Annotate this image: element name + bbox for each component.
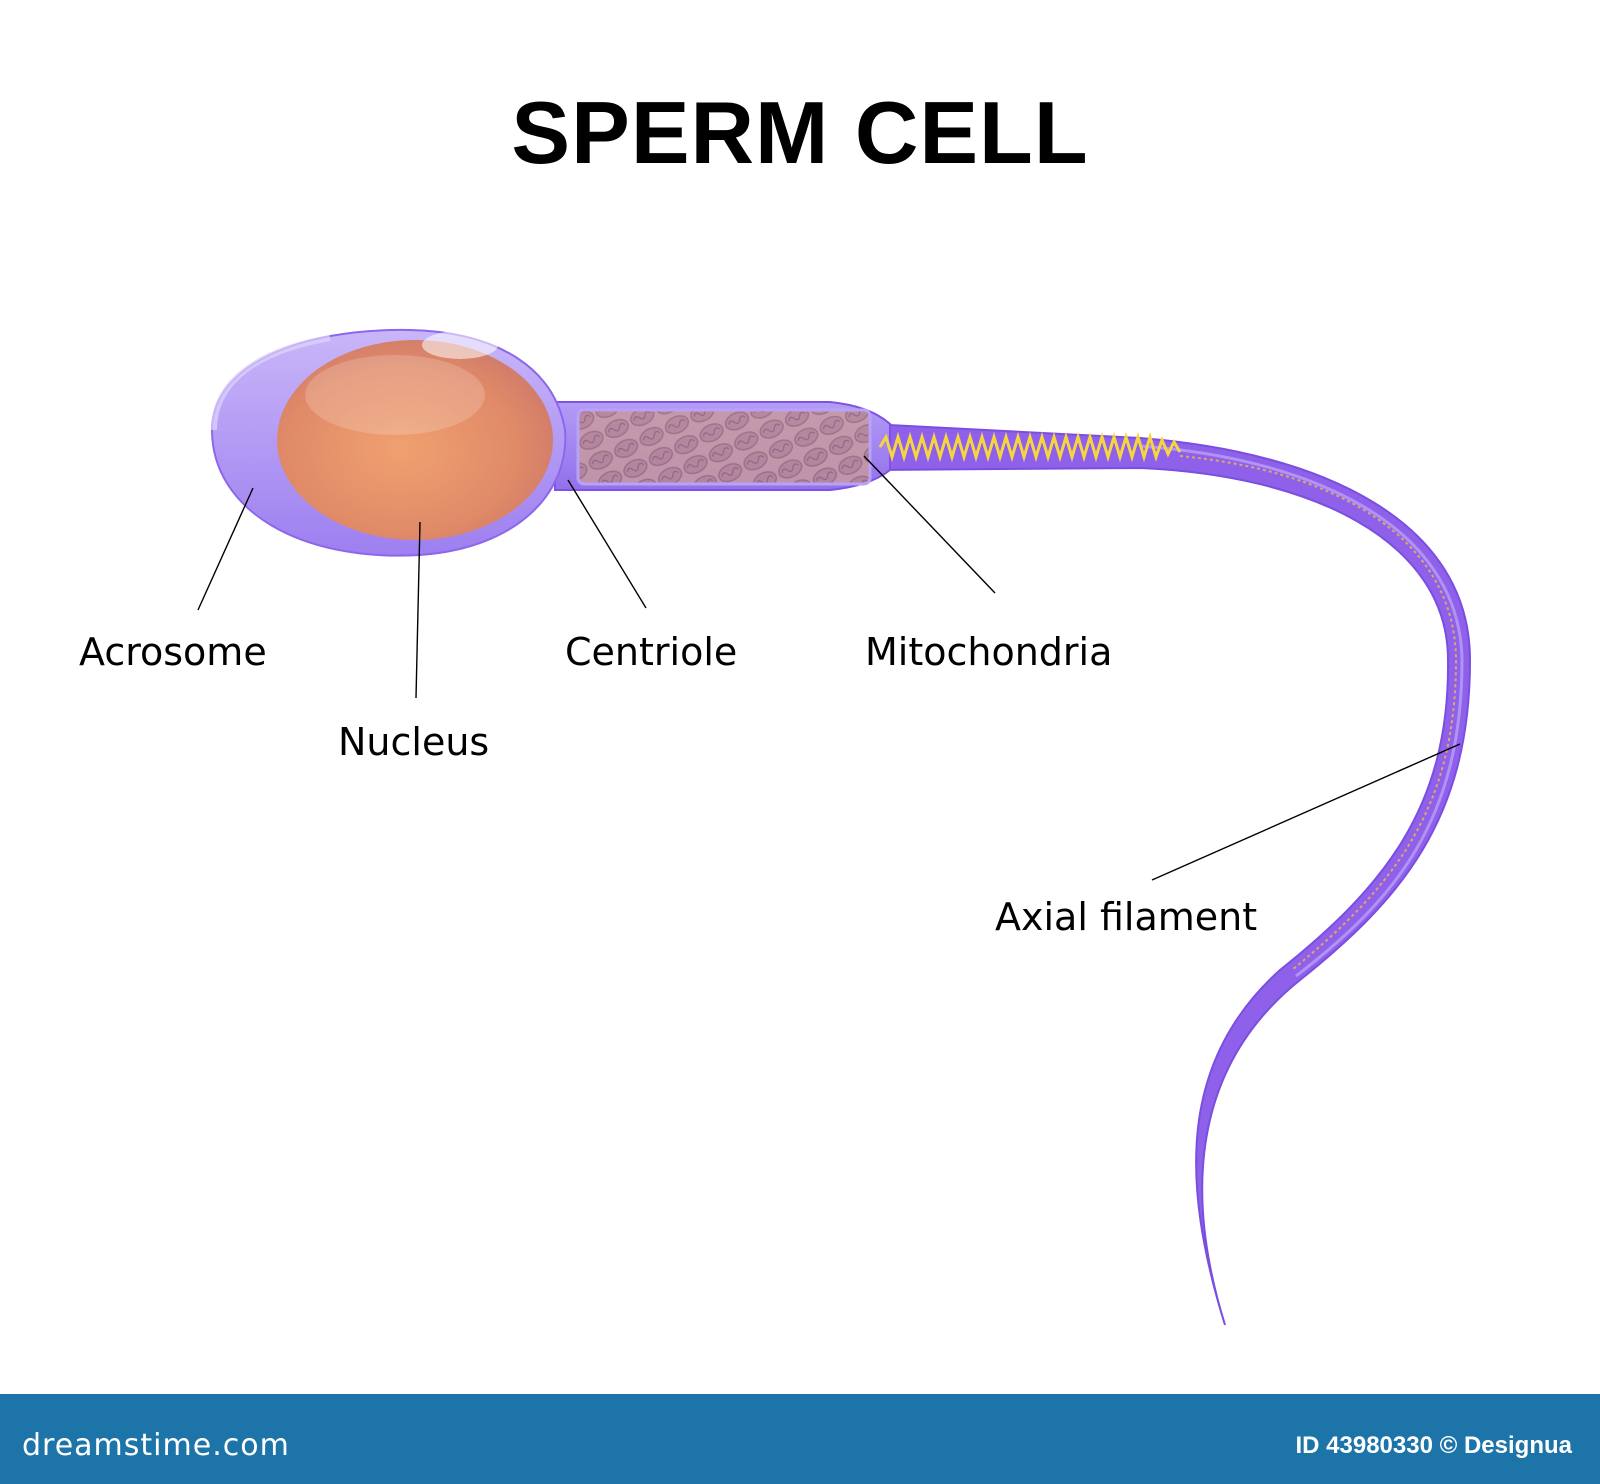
- footer-id-credit: ID 43980330 © Designua: [1295, 1432, 1573, 1459]
- label-axial-filament: Axial filament: [995, 895, 1258, 939]
- acrosome-leader: [197, 487, 254, 611]
- label-nucleus: Nucleus: [338, 720, 490, 764]
- nucleus-leader: [415, 521, 421, 699]
- diagram-title: SPERM CELL: [511, 83, 1089, 182]
- footer-bar: dreamstime.com ID 43980330 © Designua: [0, 1394, 1600, 1484]
- footer-logo: dreamstime.com: [22, 1428, 290, 1463]
- tail: [869, 422, 1472, 1326]
- midpiece: [554, 401, 891, 491]
- label-acrosome: Acrosome: [79, 630, 267, 674]
- sperm-cell-illustration: [197, 328, 1472, 1326]
- sperm-head: [210, 328, 567, 557]
- axial-filament-leader: [1151, 743, 1461, 881]
- label-mitochondria: Mitochondria: [865, 630, 1113, 674]
- leader-lines: [197, 455, 1461, 881]
- centriole-leader: [567, 479, 647, 609]
- axial-filament-zigzag: [878, 431, 1182, 463]
- label-centriole: Centriole: [565, 630, 738, 674]
- nucleus-shape: [277, 340, 553, 540]
- mitochondria-leader: [863, 455, 996, 594]
